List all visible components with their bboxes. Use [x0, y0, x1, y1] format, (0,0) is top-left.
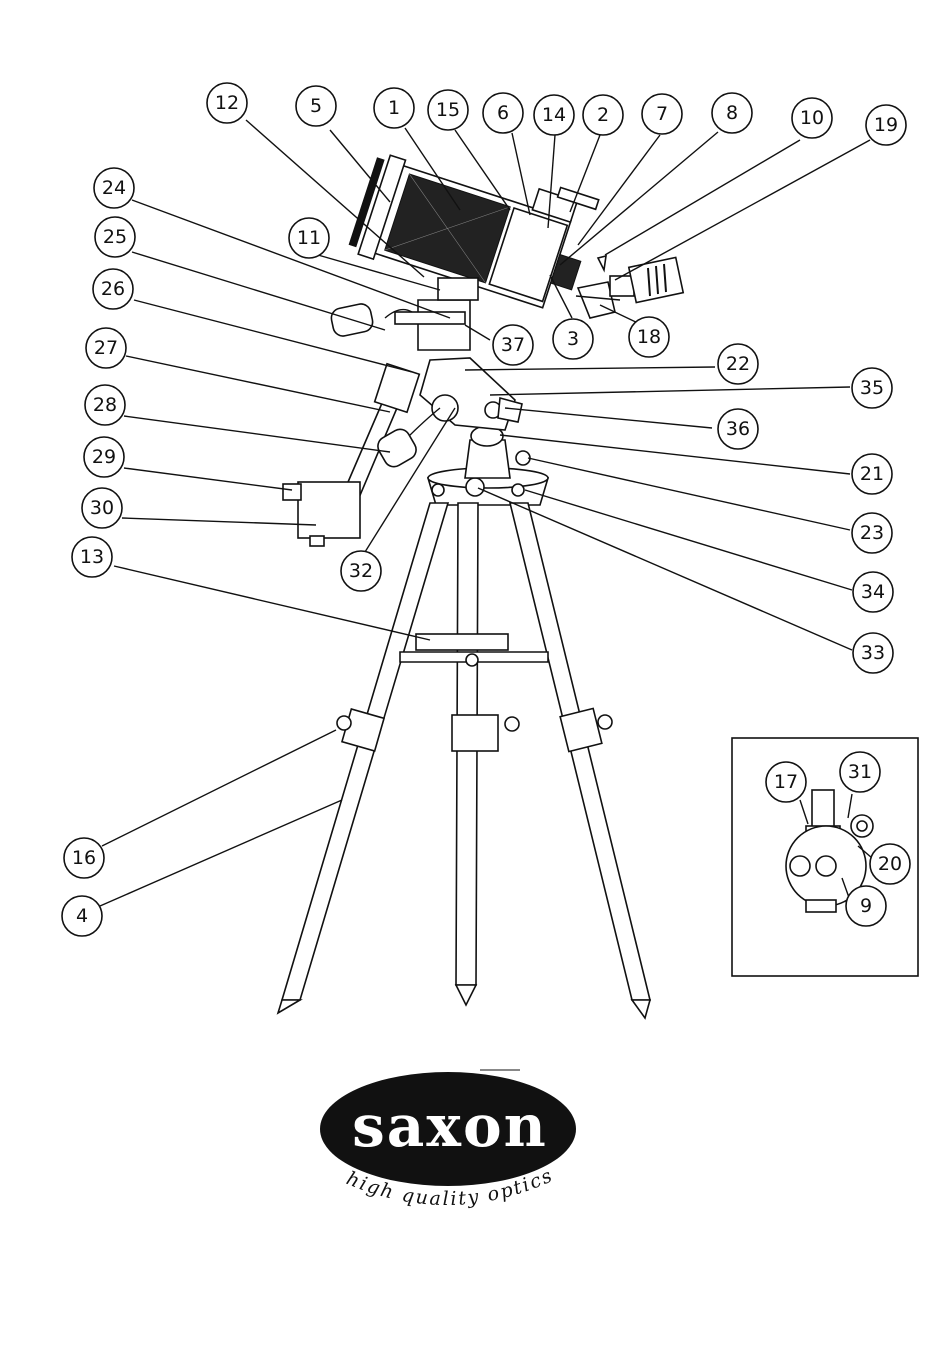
- callout-number: 18: [637, 326, 661, 348]
- part-callout-30: 30: [82, 488, 122, 528]
- part-callout-26: 26: [93, 269, 133, 309]
- callout-number: 2: [597, 104, 609, 126]
- callout-number: 33: [861, 642, 885, 664]
- callout-number: 15: [436, 99, 460, 121]
- part-callout-28: 28: [85, 385, 125, 425]
- callout-number: 23: [860, 522, 884, 544]
- part-callout-29: 29: [84, 437, 124, 477]
- part-callout-11: 11: [289, 218, 329, 258]
- inset-detail: 17 31 20 9: [732, 738, 918, 976]
- callout-number: 4: [76, 905, 88, 927]
- part-callout-4: 4: [62, 896, 102, 936]
- callout-number: 32: [349, 560, 373, 582]
- callout-number: 21: [860, 463, 884, 485]
- part-callout-5: 5: [296, 86, 336, 126]
- callout-number: 28: [93, 394, 117, 416]
- part-callout-33: 33: [853, 633, 893, 673]
- callout-number: 8: [726, 102, 738, 124]
- callout-number: 24: [102, 177, 126, 199]
- part-callout-32: 32: [341, 551, 381, 591]
- part-callout-6: 6: [483, 93, 523, 133]
- part-callout-3: 3: [553, 319, 593, 359]
- callout-number: 29: [92, 446, 116, 468]
- part-callout-27: 27: [86, 328, 126, 368]
- part-callout-13: 13: [72, 537, 112, 577]
- saxon-logo: saxon high quality optics: [320, 1070, 576, 1210]
- callout-number: 34: [861, 581, 885, 603]
- inset-callout-31: 31: [840, 752, 880, 792]
- callout-number: 19: [874, 114, 898, 136]
- optical-tube: [347, 131, 601, 321]
- part-callout-24: 24: [94, 168, 134, 208]
- callout-number: 20: [878, 853, 902, 875]
- part-callout-18: 18: [629, 317, 669, 357]
- callout-number: 30: [90, 497, 114, 519]
- callout-number: 36: [726, 418, 750, 440]
- callout-number: 27: [94, 337, 118, 359]
- brand-name: saxon: [352, 1092, 548, 1160]
- callout-number: 37: [501, 334, 525, 356]
- tripod: [278, 468, 650, 1018]
- inset-callout-20: 20: [870, 844, 910, 884]
- callout-number: 26: [101, 278, 125, 300]
- callout-number: 25: [103, 226, 127, 248]
- callout-number: 31: [848, 761, 872, 783]
- part-callout-22: 22: [718, 344, 758, 384]
- part-callout-15: 15: [428, 90, 468, 130]
- callout-number: 5: [310, 95, 322, 117]
- part-callout-19: 19: [866, 105, 906, 145]
- equatorial-mount: [283, 300, 530, 546]
- part-callout-35: 35: [852, 368, 892, 408]
- part-callout-34: 34: [853, 572, 893, 612]
- part-callout-16: 16: [64, 838, 104, 878]
- part-callout-37: 37: [493, 325, 533, 365]
- part-callout-10: 10: [792, 98, 832, 138]
- callout-number: 11: [297, 227, 321, 249]
- part-callout-8: 8: [712, 93, 752, 133]
- part-callout-36: 36: [718, 409, 758, 449]
- callout-number: 14: [542, 104, 566, 126]
- callout-number: 7: [656, 103, 668, 125]
- inset-callout-9: 9: [846, 886, 886, 926]
- part-callout-14: 14: [534, 95, 574, 135]
- callout-number: 6: [497, 102, 509, 124]
- callout-number: 22: [726, 353, 750, 375]
- callout-number: 3: [567, 328, 579, 350]
- callout-number: 12: [215, 92, 239, 114]
- accessories: [576, 256, 683, 318]
- part-callout-7: 7: [642, 94, 682, 134]
- part-callout-12: 12: [207, 83, 247, 123]
- part-callout-2: 2: [583, 95, 623, 135]
- part-callout-23: 23: [852, 513, 892, 553]
- callout-number: 16: [72, 847, 96, 869]
- callout-number: 17: [774, 771, 798, 793]
- part-callout-21: 21: [852, 454, 892, 494]
- callout-number: 10: [800, 107, 824, 129]
- callout-number: 35: [860, 377, 884, 399]
- part-callout-1: 1: [374, 88, 414, 128]
- callout-number: 9: [860, 895, 872, 917]
- inset-callout-17: 17: [766, 762, 806, 802]
- callout-number: 1: [388, 97, 400, 119]
- callout-number: 13: [80, 546, 104, 568]
- part-callout-25: 25: [95, 217, 135, 257]
